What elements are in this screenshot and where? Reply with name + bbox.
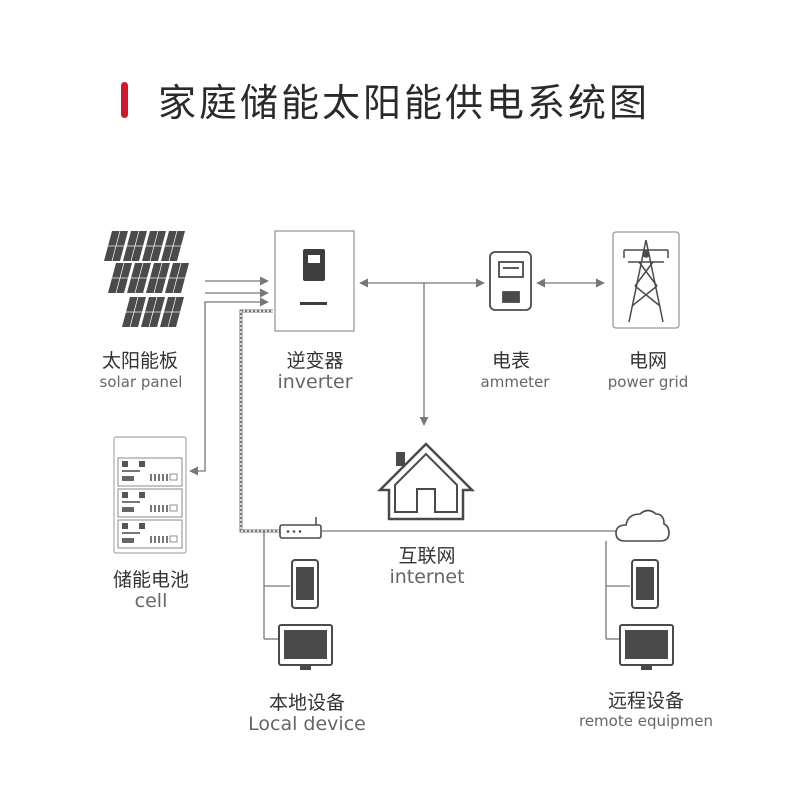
remote-device-label: 远程设备 [607,690,685,712]
house-icon [376,442,476,521]
battery-label-en: cell [134,590,168,612]
page-title: 家庭储能太阳能供电系统图 [158,81,651,125]
internet-label-en: internet [389,566,465,588]
inverter-label: 逆变器 [286,350,344,372]
inverter-icon [274,230,355,332]
remote-device-branch [605,541,630,640]
internet-label: 互联网 [398,545,456,567]
phone-icon [631,559,659,609]
solar-panel-label-en: solar panel [99,373,183,391]
local-device-label-en: Local device [248,713,366,735]
remote-device-label-en: remote equipmen [578,712,714,730]
ammeter-icon [489,251,532,311]
solar-to-inverter-arrows [205,276,269,298]
battery-rack-icon [113,436,187,554]
phone-icon [291,559,319,609]
local-device-label: 本地设备 [268,692,346,714]
router-icon [279,517,322,539]
ammeter-label-en: ammeter [480,373,550,391]
solar-panel-icon [104,230,189,328]
ac-bus-lines [359,278,605,426]
power-grid-label-en: power grid [607,373,689,391]
inverter-label-en: inverter [277,371,353,393]
power-grid-label: 电网 [628,350,668,372]
inverter-battery-line [189,297,269,476]
battery-label: 储能电池 [112,569,190,591]
monitor-icon [278,624,333,670]
solar-panel-label: 太阳能板 [101,350,179,372]
local-device-branch [263,531,290,640]
cloud-icon [615,509,670,542]
power-tower-icon [612,231,680,329]
ammeter-label: 电表 [491,350,531,372]
communication-line [239,309,280,533]
monitor-icon [619,624,674,670]
title-accent-bar [121,82,128,118]
